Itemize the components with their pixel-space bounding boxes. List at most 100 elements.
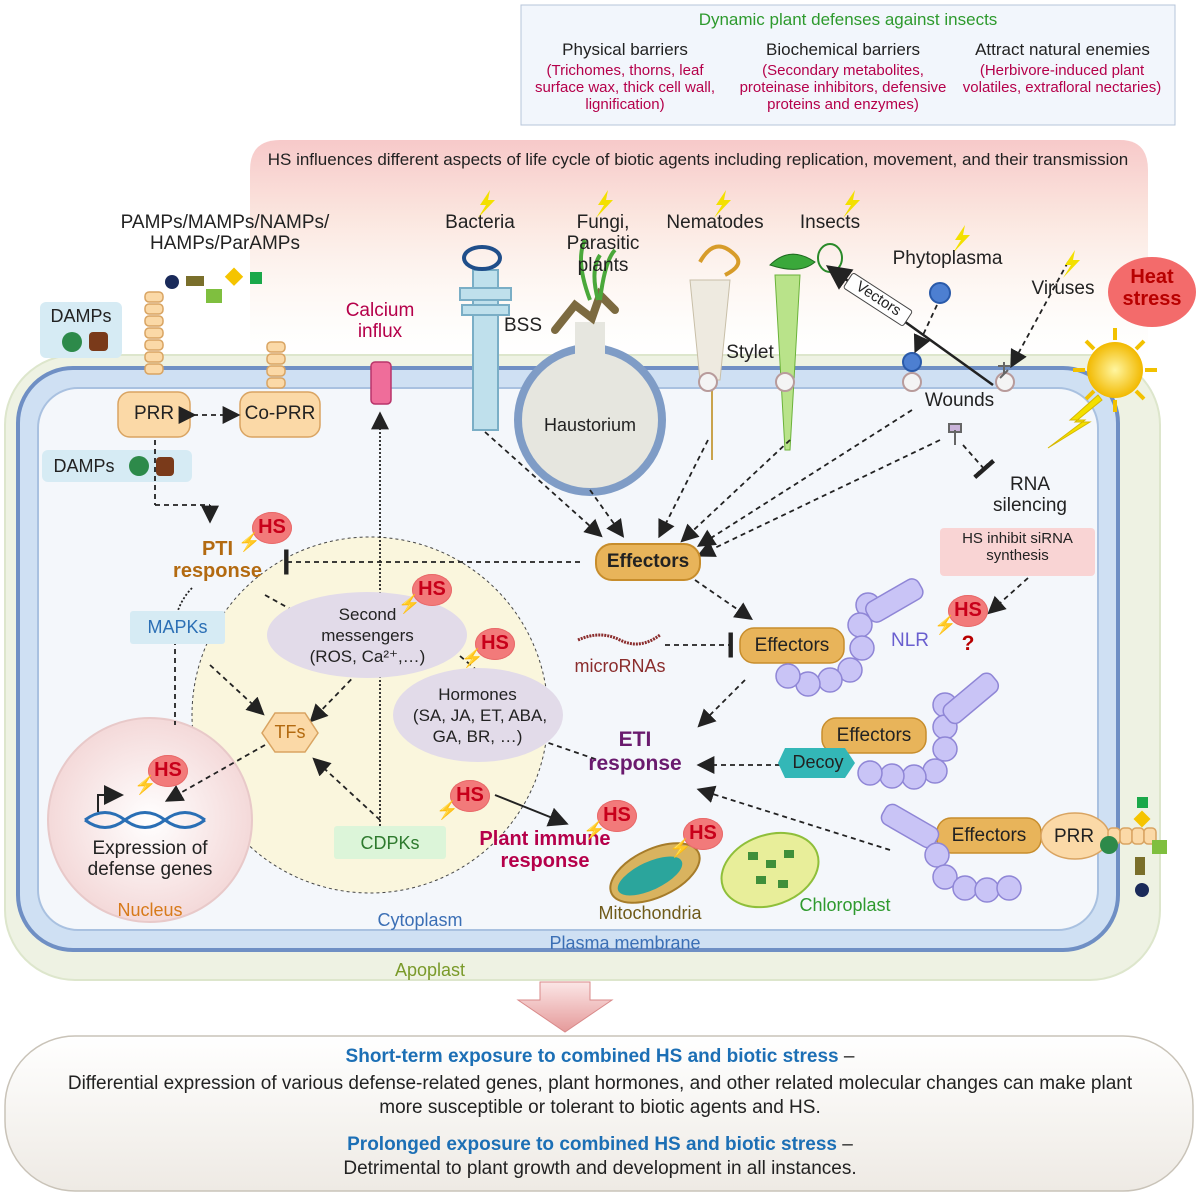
hs-banner-text: HS influences different aspects of life … <box>267 150 1129 169</box>
hormones-line1: Hormones <box>438 685 517 704</box>
nematode-body <box>698 244 741 277</box>
hormones-ellipse <box>393 668 563 762</box>
prr-receptor-stack <box>117 291 191 438</box>
wound-spot-3 <box>698 372 718 392</box>
hs-bubble-pti: HS⚡ <box>238 512 292 552</box>
pamp-right-hex <box>1152 840 1167 854</box>
second-messengers-line2: messengers <box>321 626 414 645</box>
fungi-label: Fungi, Parasitic plants <box>566 212 640 276</box>
short-dash: – <box>838 1046 855 1067</box>
nucleus-label: Nucleus <box>117 900 183 920</box>
question-mark: ? <box>961 632 975 655</box>
hs-bubble-nucleus: HS⚡ <box>134 755 188 795</box>
down-arrow <box>516 981 614 1033</box>
physical-detail: (Trichomes, thorns, leaf surface wax, th… <box>534 62 716 113</box>
wounds-label: Wounds <box>924 390 995 411</box>
mapks-box <box>130 611 225 644</box>
nucleus-core <box>47 717 253 923</box>
summary-short-title: Short-term exposure to combined HS and b… <box>40 1046 1160 1067</box>
hormones-line3: GA, BR, …) <box>432 727 523 746</box>
damp-brown-outer <box>89 332 108 351</box>
wound-spot-1 <box>902 372 922 392</box>
cytoplasm-label: Cytoplasm <box>377 910 463 930</box>
effectors-main-label: Effectors <box>606 551 690 572</box>
insects-label: Insects <box>799 212 861 233</box>
pamp-hex-green <box>206 289 222 303</box>
biochemical-detail: (Secondary metabolites, proteinase inhib… <box>739 62 947 113</box>
sun-icon <box>1087 342 1143 398</box>
lightning-icon <box>1047 394 1103 449</box>
effectors-decoy-pill <box>821 717 927 754</box>
prr-right-label: PRR <box>1053 826 1095 847</box>
effectors-decoy-label: Effectors <box>836 725 912 746</box>
effectors-main-pill <box>595 543 701 581</box>
fungi-illustration <box>551 287 619 334</box>
physical-heading: Physical barriers <box>562 40 688 59</box>
plant-immune-label: Plant immune response <box>479 828 611 873</box>
hs-bubble-eti: HS⚡ <box>583 800 637 840</box>
calcium-channel <box>370 361 392 405</box>
hormones-line2: (SA, JA, ET, ABA, <box>412 706 548 725</box>
pamps-label: PAMPs/MAMPs/NAMPs/ HAMPs/ParAMPs <box>120 212 330 255</box>
virus-inside-icon <box>948 423 962 445</box>
summary-long-body: Detrimental to plant growth and developm… <box>343 1158 857 1179</box>
haustorium-neck <box>575 322 605 362</box>
heat-stress-label: Heat stress <box>1122 266 1182 311</box>
tfs-label: TFs <box>274 722 306 742</box>
effectors-prr-label: Effectors <box>951 825 1027 846</box>
damps-outer-label: DAMPs <box>50 306 112 326</box>
mapks-label: MAPKs <box>147 617 208 637</box>
damps-inner-label: DAMPs <box>53 456 115 476</box>
bss-ring1 <box>459 287 512 301</box>
damp-green-inner <box>129 456 149 476</box>
haustorium-label: Haustorium <box>543 415 637 435</box>
bss-ring2 <box>461 304 510 316</box>
prr-right-coils <box>880 803 1022 903</box>
chloroplast-thylakoids <box>748 850 794 888</box>
pamp-diamond <box>224 267 244 286</box>
transcription-arrow <box>97 785 124 812</box>
long-title-text: Prolonged exposure to combined HS and bi… <box>347 1134 837 1155</box>
eti-label: ETI response <box>588 728 682 775</box>
pamp-right-square <box>1137 797 1148 808</box>
second-messengers-ellipse <box>267 592 467 678</box>
nlr-label: NLR <box>890 630 929 651</box>
pamp-right-circle <box>1135 883 1149 897</box>
phytoplasma-cell <box>902 352 922 372</box>
second-messengers-line1: Second <box>338 605 397 624</box>
tfs-box <box>261 712 319 753</box>
bacterium-icon <box>462 245 502 271</box>
nematodes-label: Nematodes <box>666 212 764 233</box>
virus-icon <box>998 362 1010 379</box>
pamp-hexagon <box>186 276 204 286</box>
calcium-label: Calcium influx <box>345 300 415 343</box>
hs-bubble-mitochondria: HS⚡ <box>669 818 723 858</box>
damp-green-right <box>1100 836 1118 854</box>
summary-long-title: Prolonged exposure to combined HS and bi… <box>40 1134 1160 1155</box>
defenses-panel <box>520 4 1176 126</box>
mitochondria-inner <box>617 856 683 896</box>
effectors-nlr-label: Effectors <box>754 635 830 656</box>
bacteria-label: Bacteria <box>445 212 515 233</box>
phytoplasma-label: Phytoplasma <box>892 248 1003 269</box>
stylet-label: Stylet <box>726 342 774 363</box>
insect-icon <box>769 253 816 270</box>
defenses-title: Dynamic plant defenses against insects <box>698 10 998 29</box>
viruses-label: Viruses <box>1031 278 1095 299</box>
mitochondria-label: Mitochondria <box>598 903 702 923</box>
long-dash: – <box>837 1134 853 1155</box>
wound-spot-4 <box>775 372 795 392</box>
heat-stress-bubble <box>1108 257 1196 327</box>
prr-label: PRR <box>133 403 175 424</box>
pamp-right-bar <box>1135 857 1145 875</box>
co-prr-label: Co-PRR <box>244 403 316 424</box>
nematode-stylet <box>689 279 731 381</box>
wound-spot-2 <box>995 372 1015 392</box>
rna-silencing-label: RNA silencing <box>993 474 1067 517</box>
effectors-nlr-pill <box>739 627 845 664</box>
summary-box <box>4 1035 1194 1192</box>
second-messengers-line3: (ROS, Ca²⁺,…) <box>309 647 426 666</box>
decoy-label: Decoy <box>792 752 844 772</box>
pamp-circle <box>165 275 179 289</box>
cdpks-box <box>334 826 446 859</box>
